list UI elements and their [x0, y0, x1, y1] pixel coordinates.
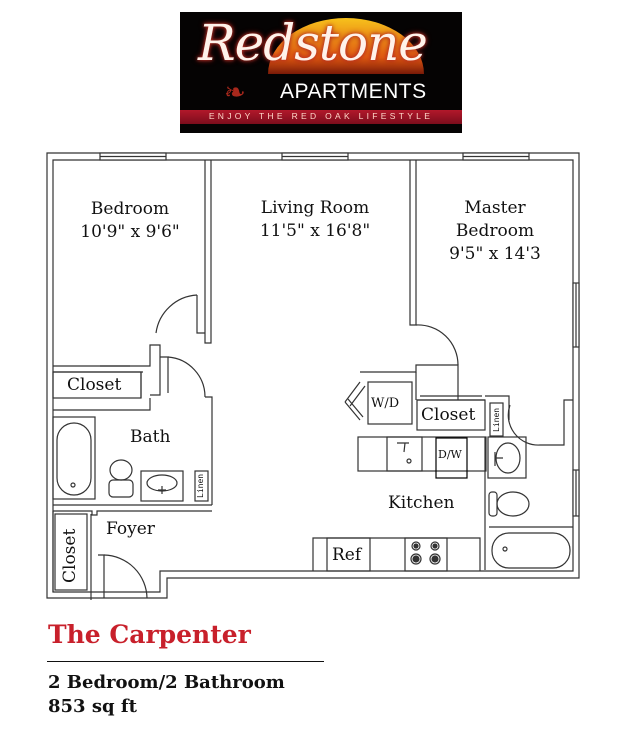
- closet-bedroom-label: Closet: [67, 375, 122, 395]
- room-master-name: Bedroom: [455, 221, 535, 241]
- closet-foyer-label: Closet: [60, 528, 80, 583]
- washer-dryer-label: W/D: [371, 396, 400, 411]
- linen-bath-label: Linen: [196, 473, 205, 498]
- closet-master-label: Closet: [421, 405, 476, 425]
- room-master-line1: Master: [464, 198, 526, 218]
- logo-name: Redstone: [198, 14, 428, 72]
- oak-leaf-icon: ❧: [224, 78, 246, 108]
- logo-subtitle: APARTMENTS: [280, 80, 427, 103]
- redstone-logo: Redstone ❧ APARTMENTS ENJOY THE RED OAK …: [180, 12, 462, 133]
- room-living-room: Living Room 11'5" x 16'8": [240, 197, 390, 243]
- plan-name: The Carpenter: [48, 620, 251, 649]
- room-bedroom-name: Bedroom: [90, 199, 170, 219]
- plan-area: 853 sq ft: [48, 696, 137, 717]
- room-master-dimensions: 9'5" x 14'3: [449, 244, 541, 264]
- logo-tagline: ENJOY THE RED OAK LIFESTYLE: [208, 111, 434, 121]
- linen-master-label: Linen: [492, 407, 501, 432]
- room-bath: Bath: [130, 427, 171, 447]
- plan-layout: 2 Bedroom/2 Bathroom: [48, 672, 285, 693]
- interior-walls: [52, 160, 573, 600]
- room-foyer: Foyer: [106, 519, 155, 539]
- refrigerator-label: Ref: [332, 545, 362, 565]
- room-bedroom: Bedroom 10'9" x 9'6": [60, 198, 200, 244]
- room-bedroom-dimensions: 10'9" x 9'6": [80, 222, 180, 242]
- room-kitchen: Kitchen: [388, 493, 455, 513]
- dishwasher-label: D/W: [438, 448, 462, 461]
- room-living-name: Living Room: [260, 198, 370, 218]
- room-living-dimensions: 11'5" x 16'8": [259, 221, 371, 241]
- room-master-bedroom: Master Bedroom 9'5" x 14'3: [430, 197, 560, 266]
- tagline-band: [180, 110, 462, 124]
- divider: [47, 661, 324, 662]
